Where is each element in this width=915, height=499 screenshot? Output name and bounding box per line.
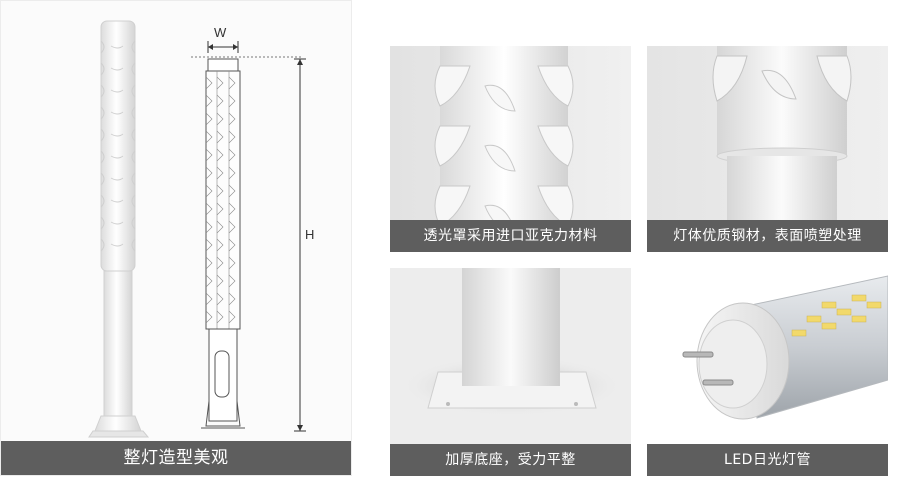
detail-panel-led-tube: LED日光灯管 <box>647 268 888 476</box>
shade-closeup-image <box>390 46 631 252</box>
pole-render <box>88 20 150 438</box>
detail-caption-shade: 透光罩采用进口亚克力材料 <box>390 220 631 252</box>
detail-caption-base: 加厚底座，受力平整 <box>390 444 631 476</box>
base-closeup-image <box>390 268 631 476</box>
pole-dimension-drawing <box>191 41 306 432</box>
main-caption: 整灯造型美观 <box>1 441 351 475</box>
dimension-width-label: W <box>214 25 227 40</box>
detail-panel-shade: 透光罩采用进口亚克力材料 <box>390 46 631 252</box>
detail-panel-body: 灯体优质钢材，表面喷塑处理 <box>647 46 888 252</box>
detail-caption-body: 灯体优质钢材，表面喷塑处理 <box>647 220 888 252</box>
dimension-height-label: H <box>305 227 315 242</box>
main-product-panel: W H 整灯造型美观 <box>0 0 352 476</box>
detail-caption-led-tube: LED日光灯管 <box>647 444 888 476</box>
led-tube-image <box>647 268 888 476</box>
detail-panel-base: 加厚底座，受力平整 <box>390 268 631 476</box>
